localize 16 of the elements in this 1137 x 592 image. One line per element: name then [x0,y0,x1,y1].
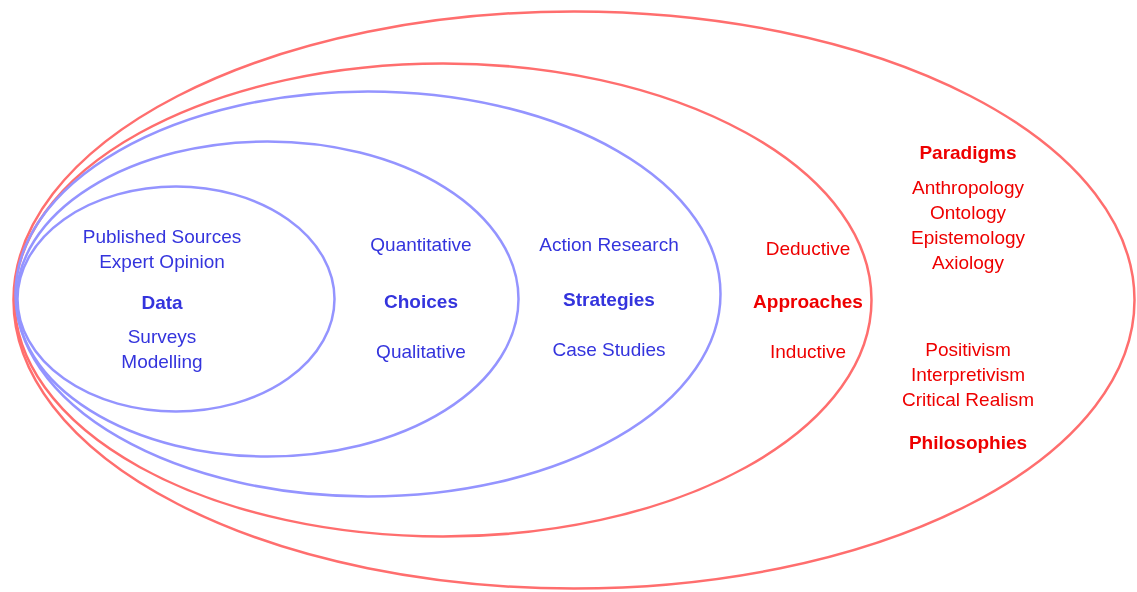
layer-items: Anthropology Ontology Epistemology Axiology [909,176,1027,275]
layer-items: Action Research [538,233,680,257]
layer-items: Case Studies [551,338,667,362]
layer-items: Qualitative [375,340,467,364]
layer-heading: Approaches [752,290,864,314]
layer-items: Positivism Interpretivism Critical Realism [901,338,1035,412]
layer-items: Published Sources Expert Opinion [81,225,243,274]
layer-heading: Philosophies [907,431,1029,455]
layer-items: Deductive [764,237,852,261]
layer-heading: Data [140,291,184,315]
layer-items: Quantitative [369,233,473,257]
layer-items: Surveys Modelling [120,325,204,374]
layer-heading: Strategies [562,288,656,312]
layer-heading: Choices [383,290,459,314]
layer-heading: Paradigms [918,141,1018,165]
layer-items: Inductive [768,340,847,364]
